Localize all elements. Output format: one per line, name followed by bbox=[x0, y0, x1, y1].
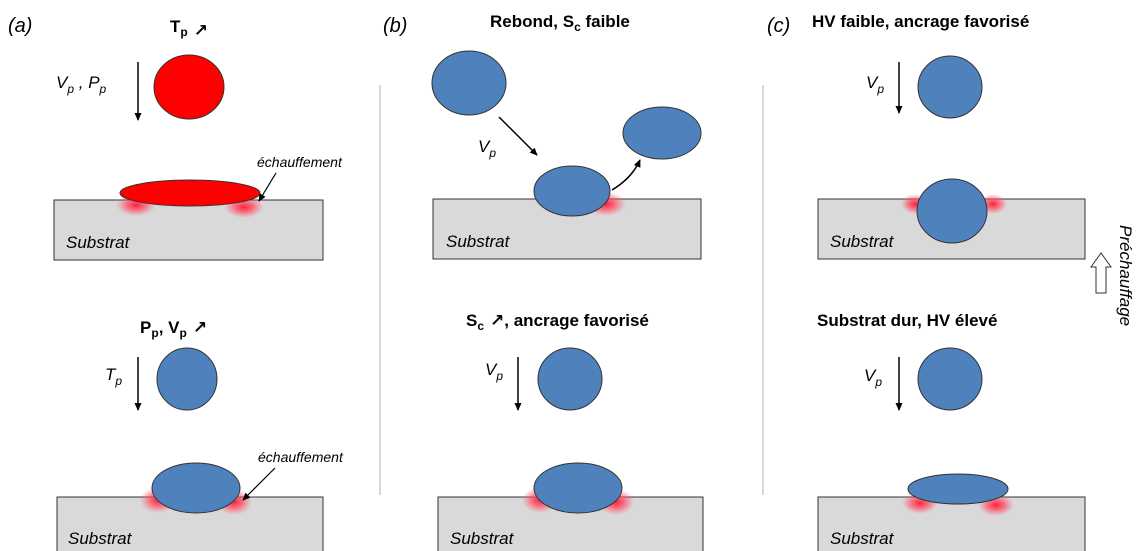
panel-b-top-incoming-particle bbox=[431, 50, 507, 116]
panel-b-top-bouncing-particle bbox=[533, 165, 611, 217]
panel-c-top-substrate-label: Substrat bbox=[830, 232, 895, 251]
panel-a-bottom-title: Pp, Vp↗ bbox=[140, 318, 207, 340]
panel-a-bottom-annotation: échauffement bbox=[258, 449, 344, 465]
panel-a-top-substrate-label: Substrat bbox=[66, 233, 131, 252]
panel-b-top-velocity-arrow bbox=[498, 116, 538, 156]
panel-a: (a) Tp↗ Vp , Pp Substrat échauffement Pp… bbox=[8, 15, 344, 551]
panel-b-top-title: Rebond, Sc faible bbox=[490, 12, 630, 34]
panel-b-top-force-label: Vp bbox=[478, 137, 496, 160]
panel-c-bottom-substrate-label: Substrat bbox=[830, 529, 895, 548]
panel-a-top-annotation-arrow bbox=[258, 172, 277, 202]
panel-b-bottom-substrate-label: Substrat bbox=[450, 529, 515, 548]
panel-a-bottom-annotation-arrow bbox=[242, 467, 276, 501]
panel-c: (c) HV faible, ancrage favorisé Vp Subst… bbox=[767, 12, 1135, 551]
panel-c-top-force-label: Vp bbox=[866, 73, 884, 96]
panel-a-top-title: Tp↗ bbox=[170, 17, 208, 40]
panel-b-bottom-force-label: Vp bbox=[485, 360, 503, 383]
panel-b-top-rebound-arrow bbox=[611, 159, 641, 191]
panel-b: (b) Rebond, Sc faible Vp Substrat Sc↗, a… bbox=[383, 12, 704, 551]
panel-c-top-particle bbox=[917, 55, 983, 119]
panel-c-top-embedded-particle bbox=[916, 178, 988, 244]
panel-c-bottom-title: Substrat dur, HV élevé bbox=[817, 311, 997, 330]
panel-a-top-splat bbox=[119, 179, 261, 207]
panel-b-bottom-particle bbox=[537, 347, 603, 411]
panel-b-bottom-title: Sc↗, ancrage favorisé bbox=[466, 311, 649, 333]
panel-c-label: (c) bbox=[767, 15, 790, 37]
preheating-arrow-icon bbox=[1090, 252, 1112, 294]
panel-c-bottom-particle bbox=[917, 347, 983, 411]
preheating-label: Préchauffage bbox=[1116, 225, 1135, 326]
panel-a-bottom-particle bbox=[156, 347, 218, 411]
panel-a-top-force-label: Vp , Pp bbox=[56, 73, 107, 96]
panel-a-bottom-deformed-particle bbox=[151, 462, 241, 514]
panel-c-top-title: HV faible, ancrage favorisé bbox=[812, 12, 1029, 31]
panel-a-top-hot-particle bbox=[153, 54, 225, 120]
panel-b-bottom-deformed-particle bbox=[533, 462, 623, 514]
panel-a-bottom-substrate-label: Substrat bbox=[68, 529, 133, 548]
panel-a-bottom-force-label: Tp bbox=[105, 365, 122, 388]
panel-c-bottom-force-label: Vp bbox=[864, 366, 882, 389]
panel-b-top-substrate-label: Substrat bbox=[446, 232, 511, 251]
panel-b-top-rebounded-particle bbox=[622, 106, 702, 160]
panel-c-bottom-flattened-particle bbox=[907, 473, 1009, 505]
panel-a-top-substrate bbox=[53, 199, 324, 261]
panel-b-label: (b) bbox=[383, 15, 407, 37]
panel-a-top-annotation: échauffement bbox=[257, 154, 343, 170]
panel-a-label: (a) bbox=[8, 15, 32, 37]
